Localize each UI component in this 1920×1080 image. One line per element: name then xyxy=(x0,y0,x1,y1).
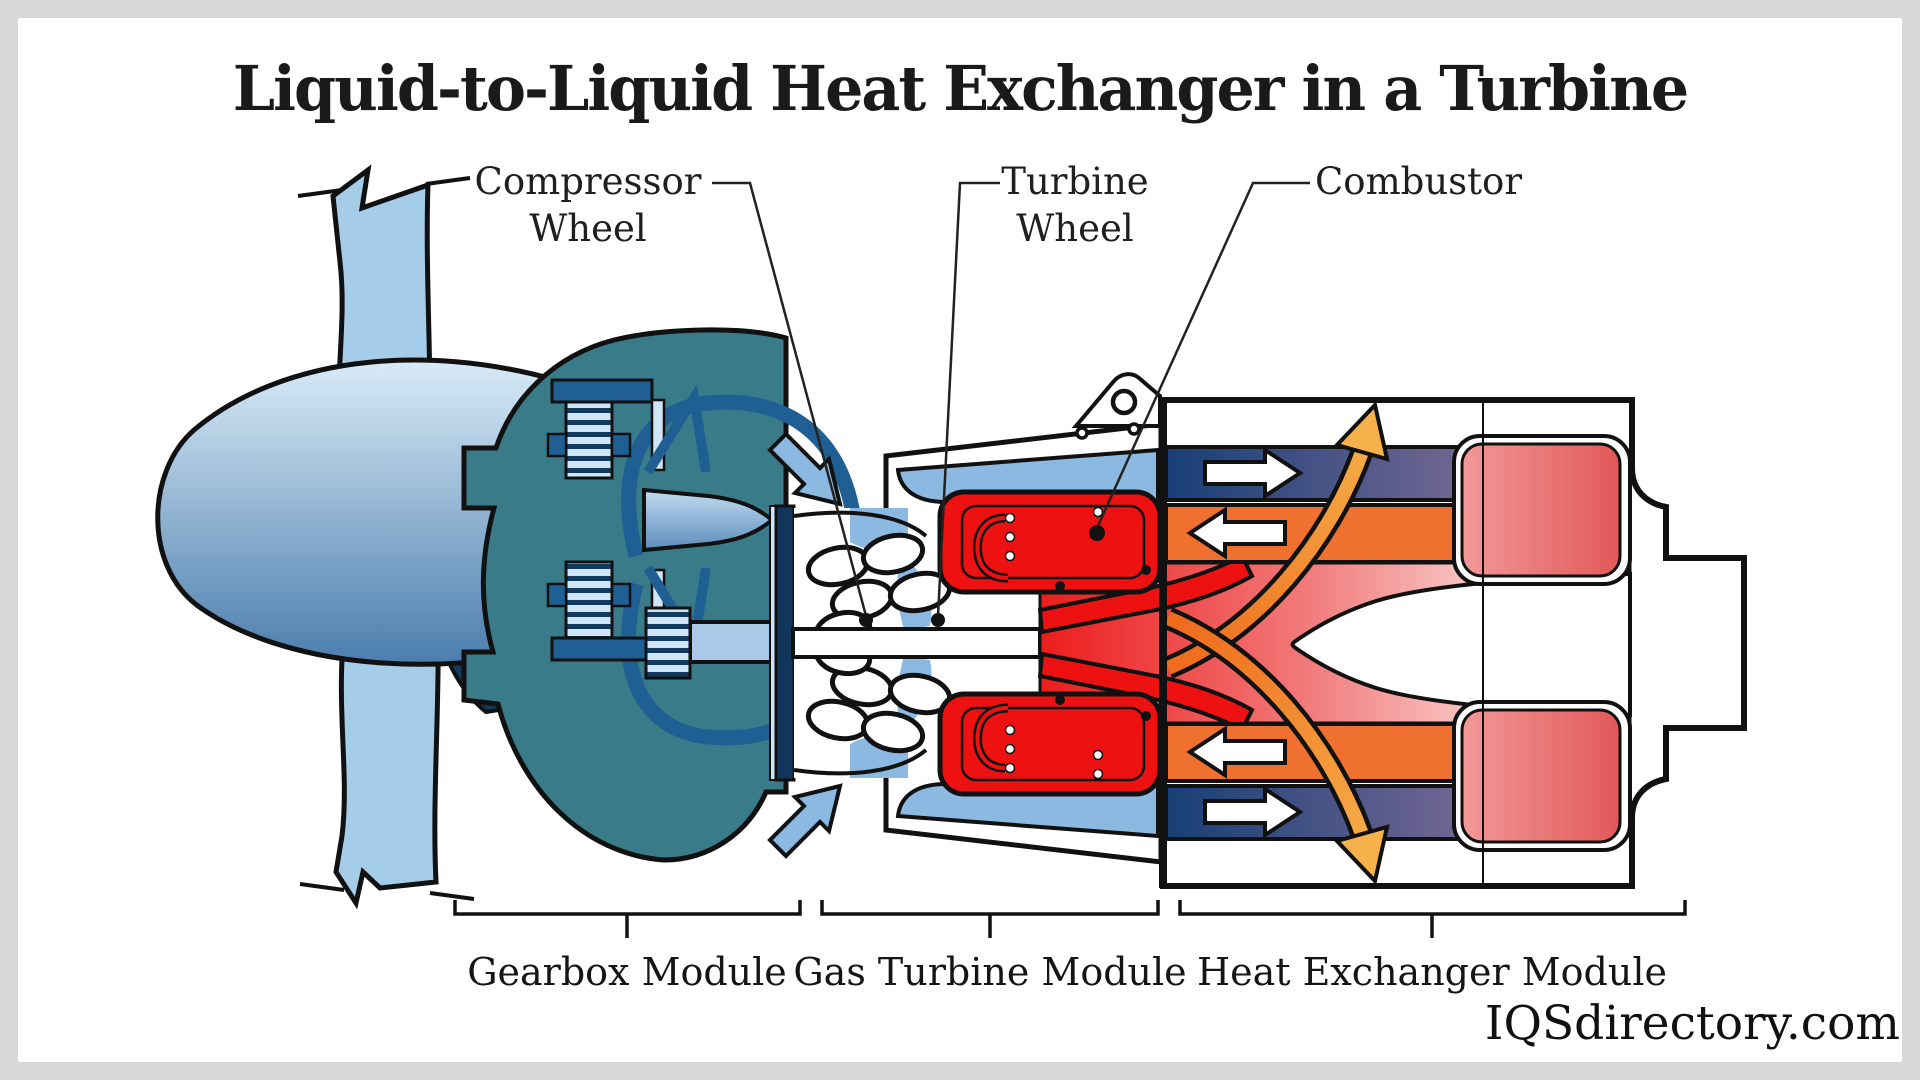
propeller-blade-lower xyxy=(333,613,441,910)
blade-break-line xyxy=(425,176,471,186)
combustor-leader-dot xyxy=(1089,525,1105,541)
gear-carrier-arc-top xyxy=(621,394,864,558)
gear-flange xyxy=(610,432,632,458)
intake-duct-line xyxy=(793,510,928,538)
turbine-shaft xyxy=(791,627,1042,659)
turbine-leader xyxy=(936,181,1000,617)
exhaust-guide-vane-top xyxy=(1037,553,1255,635)
callout-compressor-line2: Wheel xyxy=(529,207,647,251)
rivet xyxy=(1055,581,1065,591)
rivet xyxy=(1141,711,1151,721)
flow-arrow-right-bottom xyxy=(1203,785,1304,839)
lug-hole xyxy=(1110,388,1138,416)
heat-flow-arrow-down xyxy=(1163,607,1390,886)
intake-arrow-bottom xyxy=(767,783,843,859)
gear-top xyxy=(564,400,614,480)
intake-arrow-top xyxy=(767,431,843,507)
hx-tube-bottom xyxy=(1460,708,1622,844)
gearbox-module xyxy=(461,327,864,863)
module-brackets xyxy=(453,900,1687,938)
compressor-wheel xyxy=(805,532,953,754)
callout-combustor: Combustor xyxy=(1315,158,1522,205)
combustor-liner-bottom xyxy=(960,706,1146,782)
blade-break-line xyxy=(297,188,343,198)
leader-lines xyxy=(712,181,1310,617)
flange-bolt xyxy=(1127,422,1141,436)
gear-flange xyxy=(610,582,632,608)
callout-turbine-line2: Wheel xyxy=(1016,207,1134,251)
flange-bolt xyxy=(1075,426,1089,440)
gear-cap-bottom xyxy=(550,636,654,662)
callout-compressor-wheel: Compressor Wheel xyxy=(468,158,708,253)
combustor-liner-top xyxy=(960,504,1146,580)
center-body-white xyxy=(1290,571,1632,718)
gear-bottom xyxy=(564,560,614,640)
flame-tube-dome-bottom-fill xyxy=(975,706,1009,770)
callout-combustor-label: Combustor xyxy=(1315,160,1523,203)
gear-cap-top xyxy=(550,378,654,404)
flow-arrow-left-bottom xyxy=(1186,725,1287,779)
hx-tube-top xyxy=(1460,442,1622,578)
flow-arrow-right-top xyxy=(1203,446,1304,500)
module-label-gearbox: Gearbox Module xyxy=(467,950,787,994)
callout-turbine-line1: Turbine xyxy=(1001,160,1149,203)
module-label-gas-turbine: Gas Turbine Module xyxy=(793,950,1187,994)
compressor-leader xyxy=(712,181,868,617)
blade-break-line xyxy=(429,891,475,901)
module-label-heat-exchanger: Heat Exchanger Module xyxy=(1197,950,1667,994)
fuel-holes-bottom xyxy=(1004,724,1104,780)
flow-arrow-left-top xyxy=(1186,506,1287,560)
gear-flange xyxy=(546,582,568,608)
output-gear xyxy=(644,606,692,680)
combustor-leader xyxy=(1095,181,1310,529)
combustor xyxy=(937,489,1163,797)
heat-exchanger-module xyxy=(1037,372,1747,889)
intake-duct-line xyxy=(793,748,928,776)
page-title: Liquid-to-Liquid Heat Exchanger in a Tur… xyxy=(232,52,1689,125)
spinner-cone xyxy=(155,357,559,667)
exhaust-guide-vane-bottom xyxy=(1037,651,1255,733)
watermark: IQSdirectory.com xyxy=(1484,996,1900,1051)
callout-turbine-wheel: Turbine Wheel xyxy=(945,158,1205,253)
rivet xyxy=(1141,565,1151,575)
heat-exchanger-bracket xyxy=(1178,900,1687,938)
turbine-leader-dot xyxy=(931,613,945,627)
compressor-leader-dot xyxy=(859,613,873,627)
a-frame-strut-top xyxy=(643,384,711,475)
gearbox-bracket xyxy=(453,900,802,938)
flame-tube-dome-top-fill xyxy=(975,516,1009,580)
heat-flow-arrow-up xyxy=(1163,400,1390,679)
blade-break-line xyxy=(299,882,345,892)
rivet xyxy=(1055,695,1065,705)
gas-turbine-bracket xyxy=(820,900,1160,938)
gear-flange xyxy=(546,432,568,458)
callout-compressor-line1: Compressor xyxy=(474,160,702,203)
